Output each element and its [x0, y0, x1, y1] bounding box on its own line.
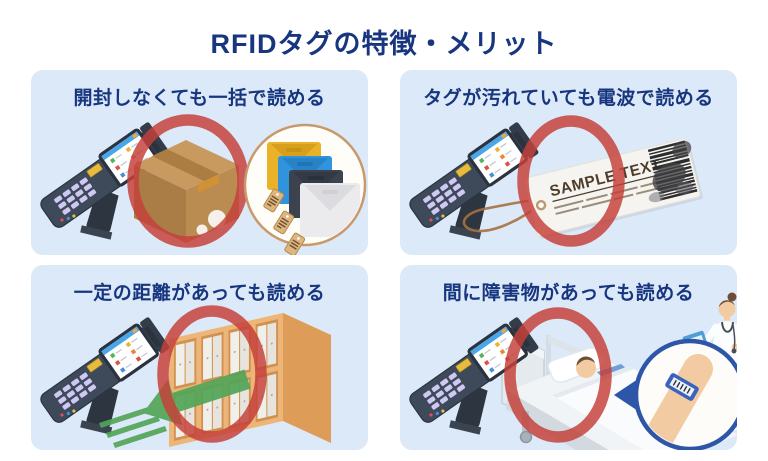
page-title: RFIDタグの特徴・メリット: [210, 29, 558, 59]
dirt-smudge-icon: [648, 140, 694, 203]
illustration-read-obstacle: [403, 292, 737, 450]
panels-grid: 開封しなくても一括で読める: [31, 70, 737, 450]
rfid-tag-icon: [263, 188, 285, 213]
illustration-read-dirty-tag: SAMPLE TEXT: [403, 115, 703, 247]
panel-heading: 開封しなくても一括で読める: [73, 88, 326, 109]
highlight-ring-icon: [504, 307, 612, 443]
highlight-ring-icon: [517, 115, 625, 247]
highlight-ring-icon: [157, 305, 267, 443]
rfid-handheld-reader-icon: [34, 314, 171, 436]
panel-heading: 間に障害物があっても読める: [442, 283, 695, 304]
illustration-read-bulk: [34, 114, 367, 255]
document-pouches-icon: [267, 142, 360, 237]
panel-read-bulk: 開封しなくても一括で読める: [31, 70, 368, 255]
tag-string: [462, 197, 542, 233]
panel-read-obstacle: 間に障害物があっても読める: [400, 265, 737, 450]
panel-heading: タグが汚れていても電波で読める: [423, 88, 714, 109]
illustration-read-distance: [34, 305, 331, 448]
panel-heading: 一定の距離があっても読める: [73, 283, 326, 304]
rfid-wristband-icon: [614, 338, 737, 450]
panel-read-distance: 一定の距離があっても読める: [31, 265, 368, 450]
rfid-tag-icon: [273, 210, 295, 235]
highlight-ring-icon: [127, 114, 249, 248]
rfid-tag-icon: [284, 232, 306, 255]
panel-read-dirty-tag: タグが汚れていても電波で読める SAMPLE TEXT: [400, 70, 737, 255]
